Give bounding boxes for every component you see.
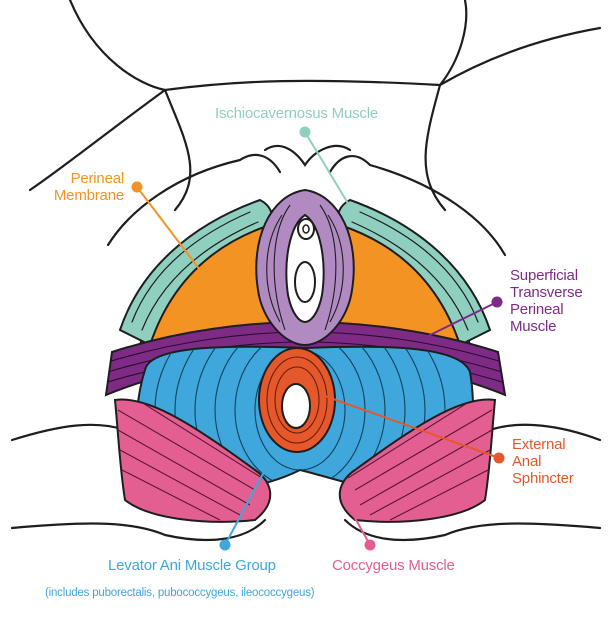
label-levator-ani-text: Levator Ani Muscle Group	[108, 557, 276, 574]
coccygeus-muscle	[113, 398, 497, 523]
label-perineal-membrane-line1: Perineal	[70, 170, 125, 187]
label-levator-ani-sub: (includes puborectalis, pubococcygeus, i…	[45, 586, 315, 600]
label-external-anal-sphincter-line2: Anal	[512, 453, 542, 470]
ischiocavernosus-muscle	[118, 198, 492, 347]
label-perineal-membrane: Perineal Membrane	[44, 170, 124, 204]
dot-ischiocavernosus	[299, 126, 311, 138]
label-external-anal-sphincter: External Anal Sphincter	[512, 436, 574, 487]
label-superficial-transverse-line1: Superficial	[510, 267, 578, 284]
dot-levator-ani	[219, 539, 231, 551]
leader-lines	[136, 131, 500, 546]
label-superficial-transverse-line2: Transverse	[510, 284, 583, 301]
label-ischiocavernosus-text: Ischiocavernosus Muscle	[215, 105, 378, 122]
label-external-anal-sphincter-line3: Sphincter	[512, 470, 574, 487]
bulbospongiosus-muscle	[255, 188, 355, 347]
label-superficial-transverse: Superficial Transverse Perineal Muscle	[510, 267, 583, 335]
dot-external-anal-sphincter	[493, 452, 505, 464]
label-superficial-transverse-line4: Muscle	[510, 318, 557, 335]
dot-superficial-transverse	[491, 296, 503, 308]
label-external-anal-sphincter-line1: External	[512, 436, 566, 453]
label-coccygeus: Coccygeus Muscle	[332, 557, 455, 574]
leader-dots	[131, 126, 505, 551]
label-superficial-transverse-line3: Perineal	[510, 301, 564, 318]
label-ischiocavernosus: Ischiocavernosus Muscle	[215, 105, 378, 122]
label-levator-ani: Levator Ani Muscle Group	[108, 557, 276, 574]
label-coccygeus-text: Coccygeus Muscle	[332, 557, 455, 574]
dot-perineal-membrane	[131, 181, 143, 193]
label-levator-ani-sub-text: (includes puborectalis, pubococcygeus, i…	[45, 587, 315, 599]
external-anal-sphincter	[258, 347, 336, 453]
label-perineal-membrane-line2: Membrane	[53, 187, 124, 204]
body-outline	[10, 0, 602, 542]
dot-coccygeus	[364, 539, 376, 551]
